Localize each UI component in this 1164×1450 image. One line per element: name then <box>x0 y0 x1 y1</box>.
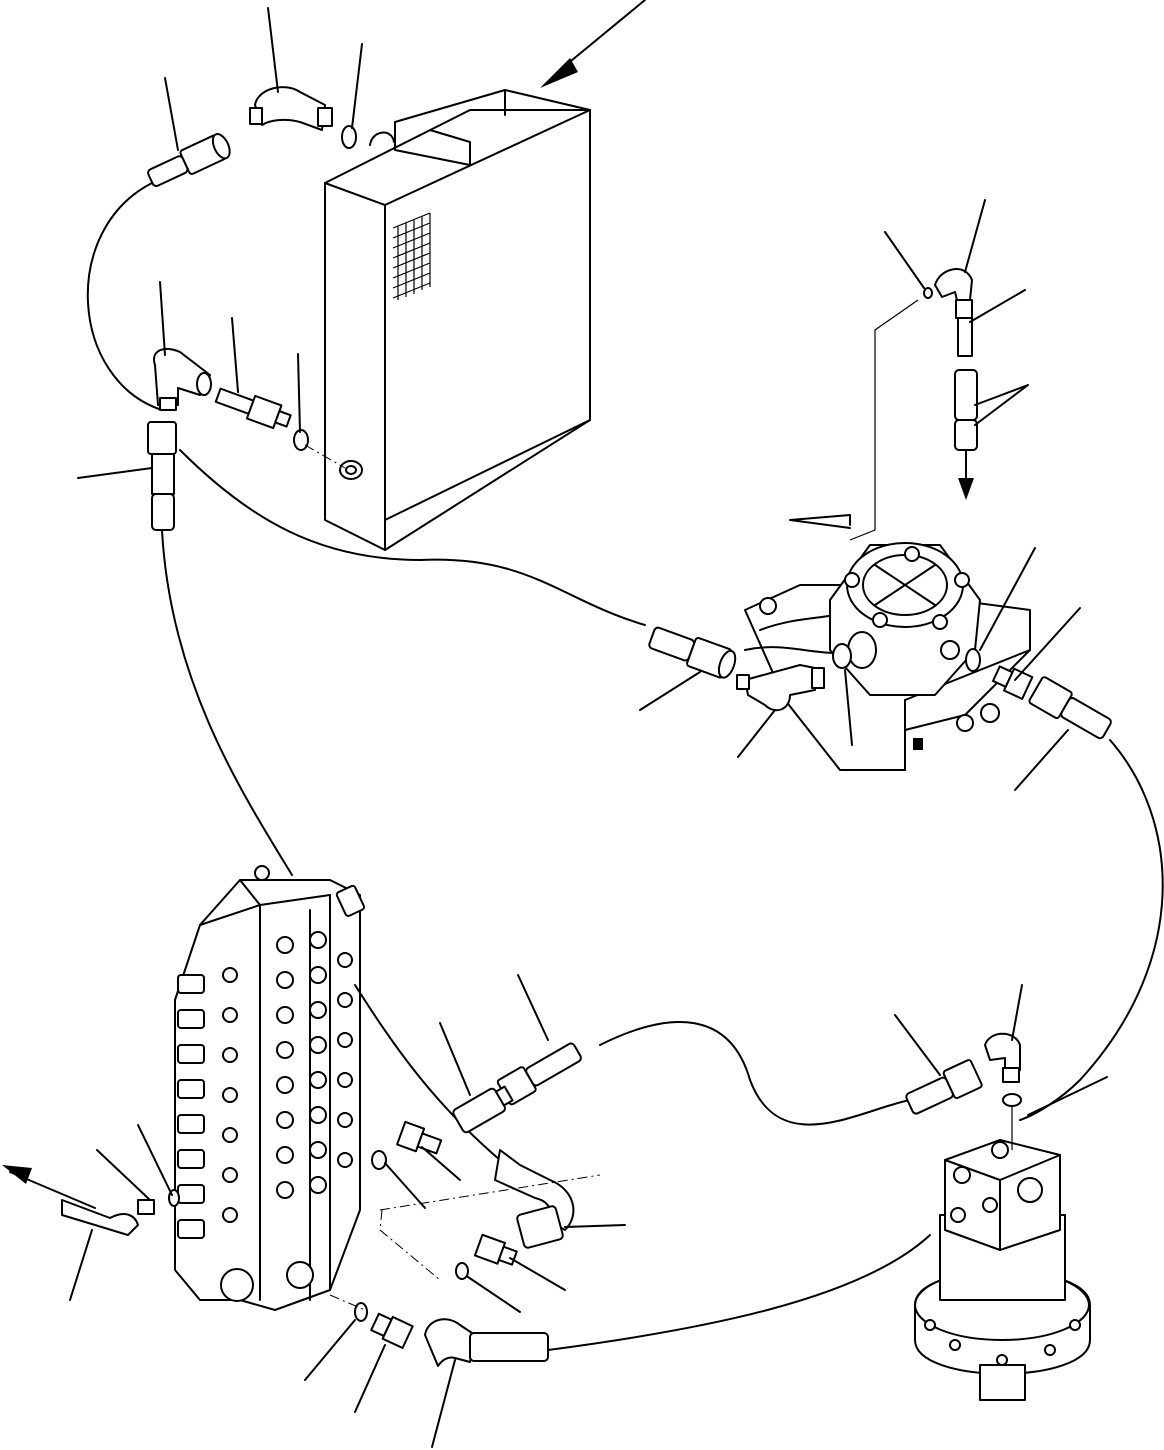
elbow-fitting-motor <box>984 1032 1021 1071</box>
elbow-fitting-swivel <box>736 664 825 712</box>
swivel-port-right <box>940 640 960 660</box>
hose-fitting-swivel-right <box>1028 676 1112 740</box>
flow-arrows <box>2 0 646 1184</box>
connector-fitting-valve <box>396 1120 443 1155</box>
tank-grille <box>392 212 431 300</box>
adapter-fitting-valve <box>452 1085 514 1134</box>
hose-elbow-to-swivel <box>179 449 646 626</box>
arrow-drain <box>2 1165 32 1184</box>
connector-fitting-mid <box>214 387 292 430</box>
elbow-hose-drain <box>61 1199 155 1236</box>
o-ring <box>965 648 981 672</box>
tank-port <box>339 460 363 480</box>
o-ring <box>832 643 852 669</box>
hose-swivel-to-motor <box>1019 739 1164 1121</box>
o-ring <box>341 125 357 149</box>
swivel-port-left <box>847 631 877 669</box>
hose-valve-to-motor-upper <box>599 1021 911 1126</box>
elbow-hose-valve-branch <box>494 1149 575 1249</box>
o-ring <box>354 1302 368 1322</box>
o-ring <box>371 1150 387 1170</box>
valve-spool-plugs <box>177 974 205 1239</box>
hose-motor-to-valve-lower <box>547 1234 931 1351</box>
o-ring <box>923 287 933 299</box>
arrow-inflow <box>559 0 646 71</box>
hose-fitting-swivel-left <box>648 626 737 679</box>
center-lines <box>304 444 601 1311</box>
o-ring <box>293 429 309 451</box>
center-swivel-joint <box>744 299 1031 771</box>
o-ring <box>1002 1093 1022 1107</box>
hose-fitting-top <box>147 133 231 187</box>
valve-side-bolts <box>222 967 238 1223</box>
hose-tank-to-elbow <box>86 182 163 411</box>
swing-motor <box>914 1139 1091 1401</box>
leader-lines <box>69 7 1108 1448</box>
hose-fitting-mid <box>147 421 177 531</box>
elbow-fitting-top <box>249 86 333 131</box>
hose-fitting-motor <box>905 1059 983 1115</box>
fittings-motor <box>905 1032 1022 1150</box>
hose-valve-branch <box>354 984 501 1161</box>
hose-elbow-to-valve <box>161 529 293 876</box>
elbow-fitting-mid <box>153 347 212 411</box>
elbow-fitting <box>934 268 973 301</box>
fittings-top <box>147 86 357 531</box>
control-valve <box>174 865 365 1311</box>
connector-valve-bottom <box>370 1312 414 1349</box>
elbow-hose-valve-bottom <box>424 1318 549 1367</box>
connector-valve-lower <box>473 1233 518 1266</box>
connector-swivel-right <box>992 665 1034 700</box>
hydraulic-tank <box>324 89 591 551</box>
hoses <box>9 182 1164 1351</box>
valve-front-ports <box>276 931 353 1199</box>
o-ring <box>455 1262 469 1280</box>
fittings-top-right <box>923 268 978 500</box>
fittings-swivel <box>648 626 1112 740</box>
